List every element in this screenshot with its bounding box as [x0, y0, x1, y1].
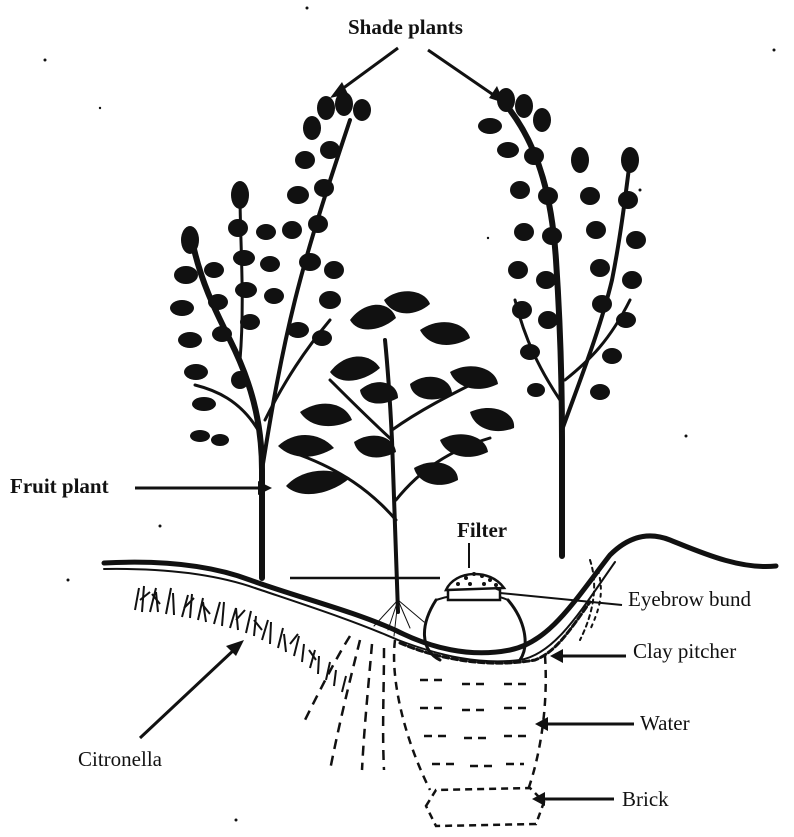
roots — [305, 636, 384, 770]
arrow-shade-left — [330, 48, 398, 98]
label-shade-plants: Shade plants — [348, 15, 463, 39]
label-eyebrow-bund: Eyebrow bund — [628, 587, 752, 611]
arrow-clay-pitcher — [550, 649, 626, 663]
label-filter: Filter — [457, 518, 507, 542]
label-water: Water — [640, 711, 690, 735]
arrow-shade-right — [428, 50, 504, 103]
leader-eyebrow-bund — [500, 593, 622, 605]
arrow-citronella — [140, 640, 244, 738]
label-clay-pitcher: Clay pitcher — [633, 639, 736, 663]
arrow-water — [535, 717, 634, 731]
filter — [446, 572, 504, 600]
scan-specks — [44, 7, 776, 822]
label-brick: Brick — [622, 787, 669, 811]
shade-tree-right — [478, 88, 646, 556]
label-citronella: Citronella — [78, 747, 163, 771]
arrow-fruit-plant — [135, 481, 272, 495]
label-fruit-plant: Fruit plant — [10, 474, 109, 498]
brick — [426, 788, 544, 826]
shade-tree-left — [170, 92, 371, 578]
